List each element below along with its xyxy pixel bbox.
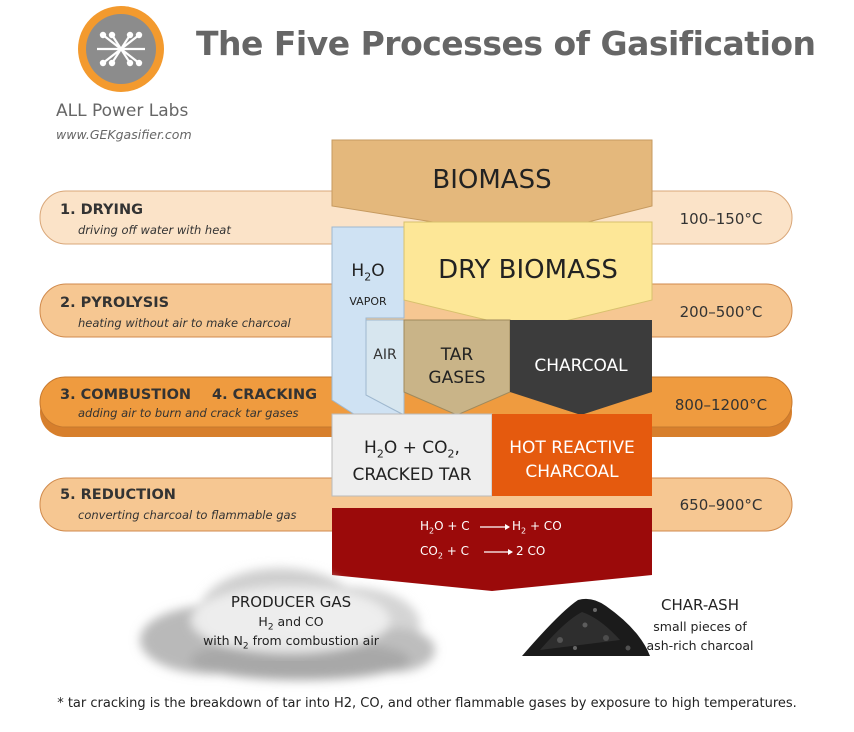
reaction1-left: H2O + C: [420, 519, 470, 536]
stage-combustion-temp: 800–1200°C: [674, 396, 768, 414]
charcoal-label: CHARCOAL: [534, 356, 628, 376]
reaction2-left: CO2 + C: [420, 544, 469, 561]
stage-cracking-name: 4. CRACKING: [212, 387, 317, 403]
producer-gas-line2: with N2 from combustion air: [203, 633, 379, 652]
cracked-line1: H2O + CO2,: [364, 438, 460, 461]
dry-biomass-block: [403, 221, 653, 331]
char-ash-pile: [522, 598, 650, 656]
char-ash-title: CHAR-ASH: [661, 596, 739, 614]
cracked-line2: CRACKED TAR: [352, 465, 472, 485]
all-power-labs-logo: [78, 6, 164, 92]
producer-gas-line1: H2 and CO: [258, 614, 324, 633]
stage-reduction-desc: converting charcoal to flammable gas: [78, 508, 297, 522]
arrowhead-1: [505, 524, 510, 530]
air-label: AIR: [373, 347, 397, 363]
stage-combustion-desc: adding air to burn and crack tar gases: [78, 406, 299, 420]
producer-gas-cloud-highlight: [190, 586, 390, 654]
cracked-tar-block: [331, 413, 493, 497]
stage-reduction-temp: 650–900°C: [679, 496, 763, 514]
stage-pyrolysis-desc: heating without air to make charcoal: [78, 316, 291, 330]
arrowhead-2: [508, 549, 513, 555]
reduction-block: [332, 508, 652, 591]
vapor-label: VAPOR: [349, 295, 387, 308]
hot-reactive-line1: HOT REACTIVE: [509, 438, 635, 458]
footnote: * tar cracking is the breakdown of tar i…: [57, 696, 797, 711]
biomass-label: BIOMASS: [432, 165, 552, 195]
reaction1-right: H2 + CO: [512, 519, 562, 536]
page-title: The Five Processes of Gasification: [196, 24, 816, 63]
stage-pyrolysis-temp: 200–500°C: [679, 303, 763, 321]
stage-drying-desc: driving off water with heat: [78, 223, 231, 237]
char-ash-line1: small pieces of: [653, 619, 747, 634]
reaction2-right: 2 CO: [516, 544, 546, 558]
h2o-label: H2O: [351, 261, 385, 284]
tar-label: TAR: [440, 345, 474, 365]
stage-combustion-name: 3. COMBUSTION: [60, 387, 192, 403]
hot-reactive-charcoal-block: [492, 414, 652, 496]
tar-gases-block: [403, 319, 511, 416]
stage-pyrolysis-name: 2. PYROLYSIS: [60, 295, 170, 311]
dry-biomass-label: DRY BIOMASS: [438, 255, 618, 285]
producer-gas-title: PRODUCER GAS: [230, 593, 352, 611]
stage-drying-temp: 100–150°C: [679, 210, 763, 228]
stage-drying-name: 1. DRYING: [60, 202, 143, 218]
company-name: ALL Power Labs: [56, 101, 189, 121]
charcoal-block: [510, 320, 652, 415]
gases-label: GASES: [428, 368, 486, 388]
stage-reduction-name: 5. REDUCTION: [60, 487, 176, 503]
hot-reactive-line2: CHARCOAL: [525, 462, 619, 482]
company-website: www.GEKgasifier.com: [56, 127, 192, 142]
char-ash-line2: ash-rich charcoal: [646, 638, 754, 653]
